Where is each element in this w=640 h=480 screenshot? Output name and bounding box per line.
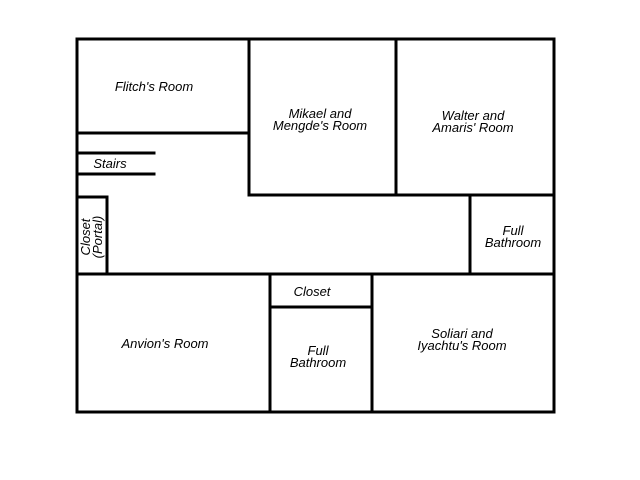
closet-portal-wall <box>75 195 109 274</box>
closet-portal-label: Closet (Portal) <box>78 215 105 259</box>
full-bathroom-east-label: Full Bathroom <box>484 223 542 250</box>
flitch-room-label: Flitch's Room <box>114 79 194 94</box>
walter-amaris-room-label: Walter and Amaris' Room <box>432 108 514 135</box>
mikael-mengde-room-label: Mikael and Mengde's Room <box>272 106 368 133</box>
soliari-iyachtu-room-label: Soliari and Iyachtu's Room <box>417 326 507 353</box>
stairs-label: Stairs <box>93 156 127 171</box>
closet-south-label: Closet <box>293 284 331 299</box>
anvion-room-label: Anvion's Room <box>121 336 209 351</box>
full-bathroom-south-label: Full Bathroom <box>289 343 347 370</box>
outer-wall <box>75 37 556 414</box>
